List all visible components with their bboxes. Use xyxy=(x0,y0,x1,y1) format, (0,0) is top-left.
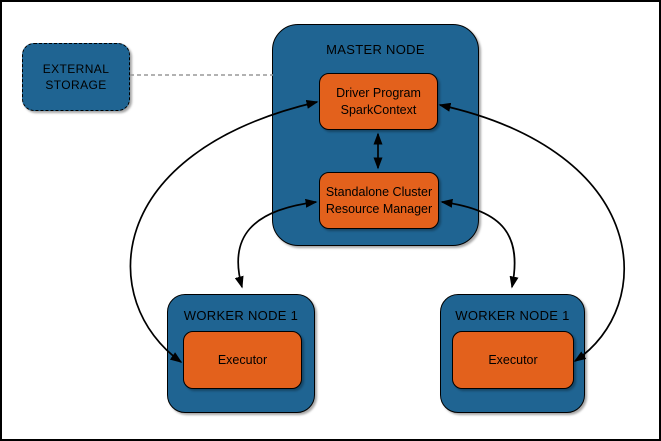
external-storage-label-line1: EXTERNAL xyxy=(42,62,110,76)
executor-left-label: Executor xyxy=(217,352,268,367)
resource-manager-label-line1: Standalone Cluster xyxy=(325,184,433,199)
driver-program-label-line2: SparkContext xyxy=(340,102,417,117)
external-storage-label-line2: STORAGE xyxy=(45,78,107,92)
executor-left-node: Executor xyxy=(183,331,302,389)
executor-right-node: Executor xyxy=(452,331,574,389)
external-storage-node: EXTERNAL STORAGE xyxy=(22,43,130,111)
executor-right-label: Executor xyxy=(488,352,538,367)
master-node-title: MASTER NODE xyxy=(326,42,425,57)
worker-node-left-title: WORKER NODE 1 xyxy=(183,308,299,323)
worker-node-right-title: WORKER NODE 1 xyxy=(455,308,570,323)
resource-manager-label-line2: Resource Manager xyxy=(325,201,433,216)
resource-manager-node: Standalone Cluster Resource Manager xyxy=(319,172,439,229)
driver-program-label-line1: Driver Program xyxy=(336,85,421,100)
driver-program-node: Driver Program SparkContext xyxy=(319,73,438,130)
